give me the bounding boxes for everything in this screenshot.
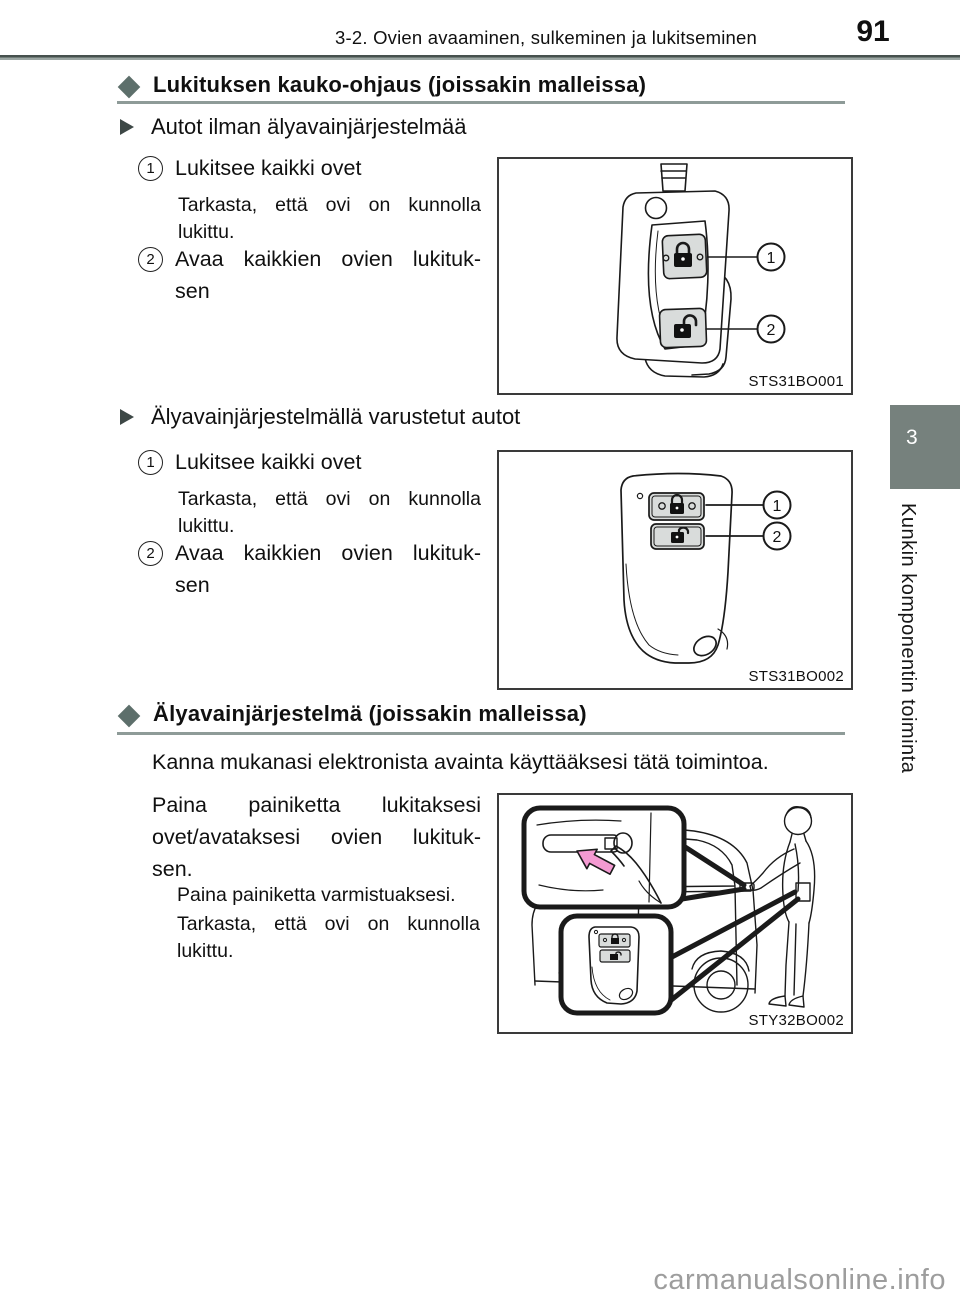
unlock-icon: [674, 314, 698, 338]
callout-2-number: 2: [767, 322, 776, 339]
chapter-number: 3: [906, 426, 918, 449]
figure-label: STS31BO001: [748, 373, 844, 390]
step-number-badge: 1: [138, 450, 163, 475]
unlock-icon: [671, 526, 690, 543]
key-fob-illustration: 1 2: [616, 163, 786, 378]
step-number-badge: 2: [138, 247, 163, 272]
callout-connectors: [667, 842, 801, 1004]
callout-1-number: 1: [773, 498, 782, 515]
arrow-bullet-icon: [120, 409, 134, 425]
lock-button: [648, 492, 705, 521]
pink-arrow-icon: [576, 848, 616, 875]
intro-paragraph: Kanna mukanasi elektronista avainta käyt…: [152, 750, 769, 774]
lock-icon: [670, 493, 684, 514]
section-rule: [117, 732, 845, 735]
door-scene-illustration: [521, 805, 816, 1016]
figure-panel-door-scene: STY32BO002: [497, 793, 853, 1034]
diamond-icon: [117, 75, 141, 99]
unlock-button: [658, 307, 708, 349]
door-handle: [739, 882, 755, 891]
step-text: Lukitsee kaikki ovet: [175, 156, 362, 180]
breadcrumb: 3-2. Ovien avaaminen, sulkeminen ja luki…: [335, 27, 757, 48]
chapter-title-vertical: Kunkin komponentin toiminta: [897, 503, 919, 774]
unlock-button: [650, 523, 705, 550]
variant-label-no-smart: Autot ilman älyavainjärjestelmää: [151, 114, 467, 139]
handle-inset: [521, 805, 687, 910]
callout-1-number: 1: [767, 250, 776, 267]
person-outline: [749, 805, 816, 1008]
callout-2-badge: [762, 521, 792, 551]
watermark: carmanualsonline.info: [653, 1264, 946, 1296]
figure-label: STS31BO002: [748, 668, 844, 685]
sub-note: Paina painiketta varmistuaksesi.: [177, 884, 456, 906]
header-rule: [0, 55, 960, 60]
step-text: Lukitsee kaikki ovet: [175, 450, 362, 474]
page-number: 91: [856, 15, 890, 48]
arrow-bullet-icon: [120, 119, 134, 135]
figure-label: STY32BO002: [748, 1012, 844, 1029]
callout-2-number: 2: [773, 529, 782, 546]
lock-icon: [674, 241, 692, 267]
section-title-remote-lock: Lukituksen kauko-ohjaus (joissakin malle…: [153, 72, 647, 97]
section-title-smart-key: Älyavainjärjestelmä (joissakin malleissa…: [153, 701, 587, 726]
section-rule: [117, 101, 845, 104]
lock-button: [661, 233, 708, 280]
variant-label-smart: Älyavainjärjestelmällä varustetut autot: [151, 404, 521, 429]
diamond-icon: [117, 704, 141, 728]
step-number-badge: 1: [138, 156, 163, 181]
figure-panel-smart-key: 1 2 STS31BO002: [497, 450, 853, 690]
step-text: Avaa kaikkien ovien lukituk-sen: [175, 541, 481, 597]
step-text: Avaa kaikkien ovien lukituk-sen: [175, 247, 481, 303]
callout-1-badge: [762, 490, 792, 520]
callout-2-badge: [756, 314, 786, 344]
key-inset: [558, 913, 674, 1016]
smart-key-illustration: 1 2: [620, 472, 792, 664]
chapter-tab: 3: [890, 405, 960, 489]
figure-panel-key-fob: 1 2 STS31BO001: [497, 157, 853, 395]
step-number-badge: 2: [138, 541, 163, 566]
callout-1-badge: [756, 242, 786, 272]
